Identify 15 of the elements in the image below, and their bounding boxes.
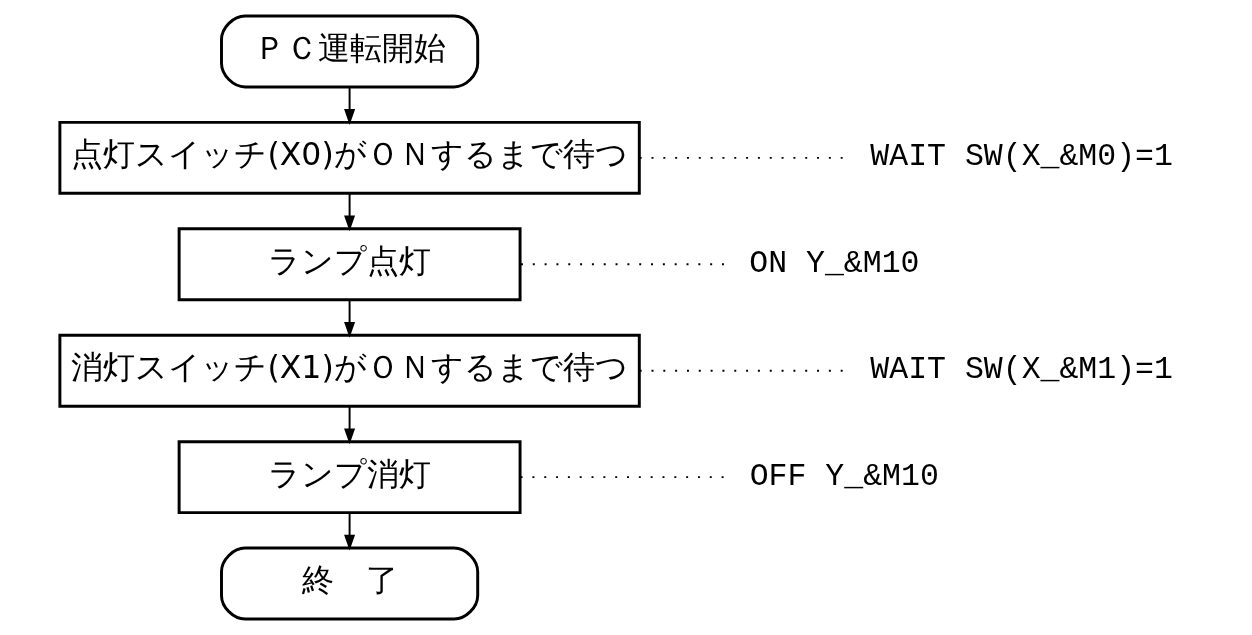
arrow [344, 86, 356, 125]
arrow [344, 192, 356, 232]
arrow [344, 405, 356, 445]
node-box: 点灯スイッチ(X0)がＯＮするまで待つ [58, 120, 641, 195]
arrow [344, 298, 356, 338]
node-box: 消灯スイッチ(X1)がＯＮするまで待つ [58, 333, 641, 408]
node-box: ＰＣ運転開始 [220, 14, 480, 89]
arrow [344, 511, 356, 551]
node-text: WAIT SW(X_&M1)=1 [870, 352, 1173, 388]
node-box: 終 了 [220, 546, 480, 621]
node-text: WAIT SW(X_&M0)=1 [870, 139, 1173, 175]
node-text: OFF Y_&M10 [749, 458, 939, 494]
node-text: ON Y_&M10 [749, 245, 920, 281]
node-box: ランプ消灯 [177, 440, 522, 515]
node-box: ランプ点灯 [177, 227, 522, 302]
